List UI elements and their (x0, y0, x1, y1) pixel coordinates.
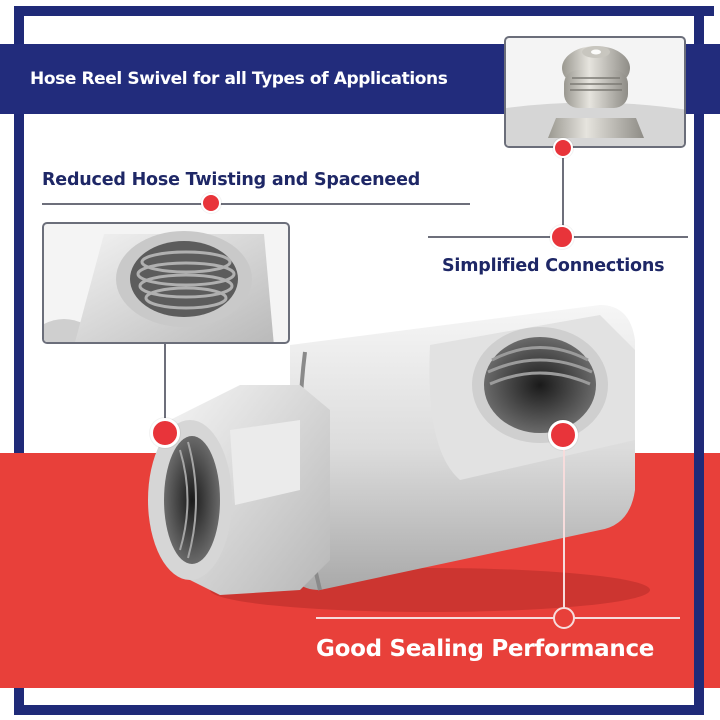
callout-line-twisting (42, 203, 470, 205)
frame-border-right-overlay (694, 453, 704, 688)
callout-connector-twisting (164, 344, 166, 424)
frame-border-top (14, 6, 714, 16)
banner-title: Hose Reel Swivel for all Types of Applic… (30, 69, 448, 89)
callout-dot-icon (550, 225, 574, 249)
hose-reel-swivel-product-image (130, 290, 650, 620)
callout-dot-icon (201, 193, 221, 213)
frame-border-right (694, 6, 704, 714)
frame-border-left (14, 6, 24, 714)
feature-label-connections: Simplified Connections (442, 256, 665, 276)
callout-line-sealing (316, 617, 680, 619)
threaded-port-image (44, 231, 274, 342)
callout-dot-icon (548, 420, 578, 450)
callout-dot-icon (553, 138, 573, 158)
thumbnail-connections-closeup (504, 36, 686, 148)
callout-connector-connections (562, 158, 564, 230)
feature-label-twisting: Reduced Hose Twisting and Spaceneed (42, 170, 421, 190)
thumbnail-twisting-closeup (42, 222, 290, 344)
frame-border-bottom (14, 705, 704, 715)
callout-connector-sealing (563, 450, 565, 608)
grease-nipple-image (506, 46, 684, 146)
callout-ring-icon (553, 607, 575, 629)
callout-dot-icon (150, 418, 180, 448)
feature-label-sealing: Good Sealing Performance (316, 636, 655, 662)
